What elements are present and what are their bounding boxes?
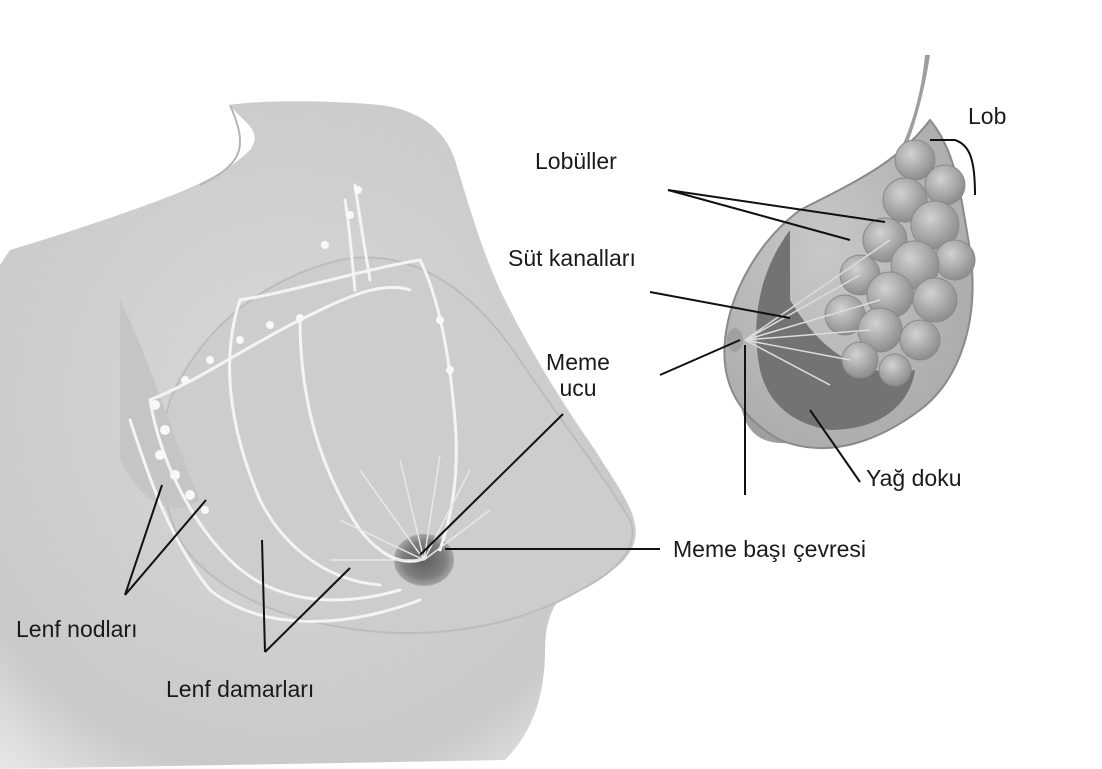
cross-section [724, 55, 975, 448]
label-sut-kanallari: Süt kanalları [508, 245, 636, 271]
label-lenf-damarlari: Lenf damarları [166, 676, 314, 702]
label-meme-ucu-line1: Meme [543, 349, 613, 375]
label-lobuller: Lobüller [535, 148, 617, 174]
nipple-section [727, 328, 743, 352]
label-meme-basi-cevresi: Meme başı çevresi [673, 536, 866, 562]
label-yag-doku: Yağ doku [866, 465, 961, 491]
label-lob: Lob [968, 103, 1006, 129]
breast-mound [161, 258, 632, 634]
label-lenf-nodlari: Lenf nodları [16, 616, 137, 642]
label-meme-ucu-line2: ucu [543, 375, 613, 401]
